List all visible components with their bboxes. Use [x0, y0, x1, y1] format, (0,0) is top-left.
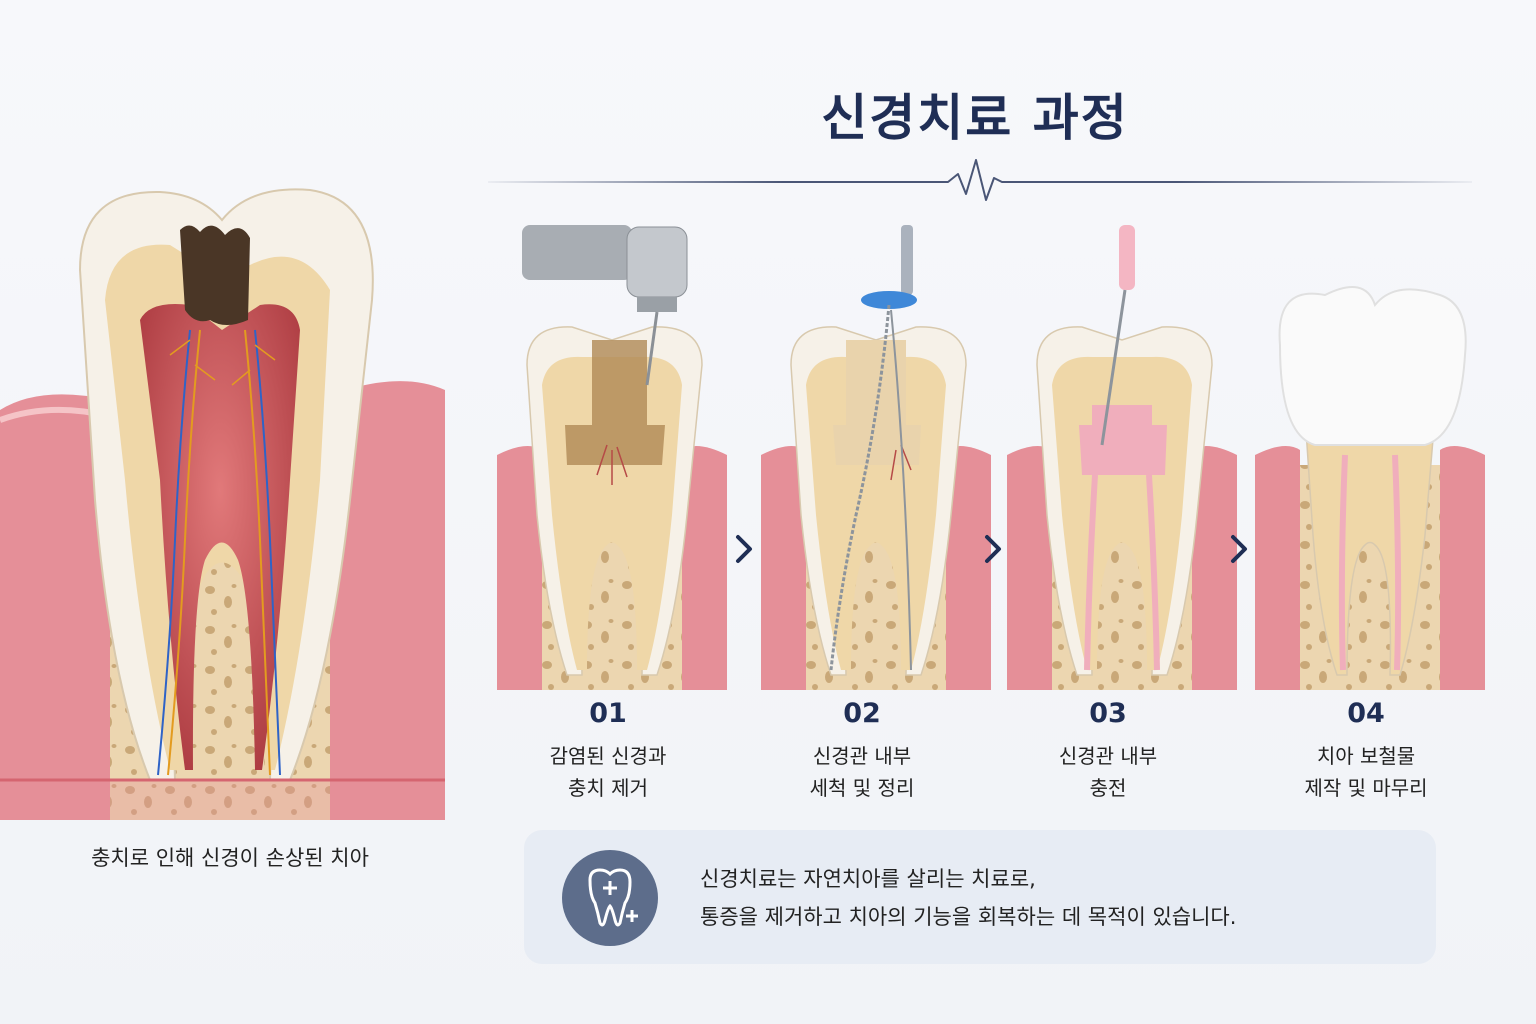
chevron-right-icon [736, 535, 752, 563]
heartbeat-divider [488, 159, 1472, 201]
step-1-illustration [497, 225, 727, 690]
chevron-right-icon [1231, 535, 1247, 563]
step-4-number: 04 [1347, 698, 1385, 729]
hero-damaged-tooth [0, 188, 445, 820]
step-3-number: 03 [1089, 698, 1127, 729]
info-box: 신경치료는 자연치아를 살리는 치료로,통증을 제거하고 치아의 기능을 회복하… [524, 830, 1436, 964]
step-4-illustration [1255, 286, 1485, 690]
info-text: 신경치료는 자연치아를 살리는 치료로,통증을 제거하고 치아의 기능을 회복하… [700, 867, 1237, 929]
step-1-number: 01 [589, 698, 627, 729]
tooth-plus-icon [562, 850, 658, 946]
step-2-illustration [761, 225, 991, 690]
page-title: 신경치료 과정 [821, 89, 1129, 147]
chevron-right-icon [985, 535, 1001, 563]
step-2-number: 02 [843, 698, 881, 729]
step-3-illustration [1007, 225, 1237, 690]
hero-caption: 충치로 인해 신경이 손상된 치아 [91, 846, 369, 870]
